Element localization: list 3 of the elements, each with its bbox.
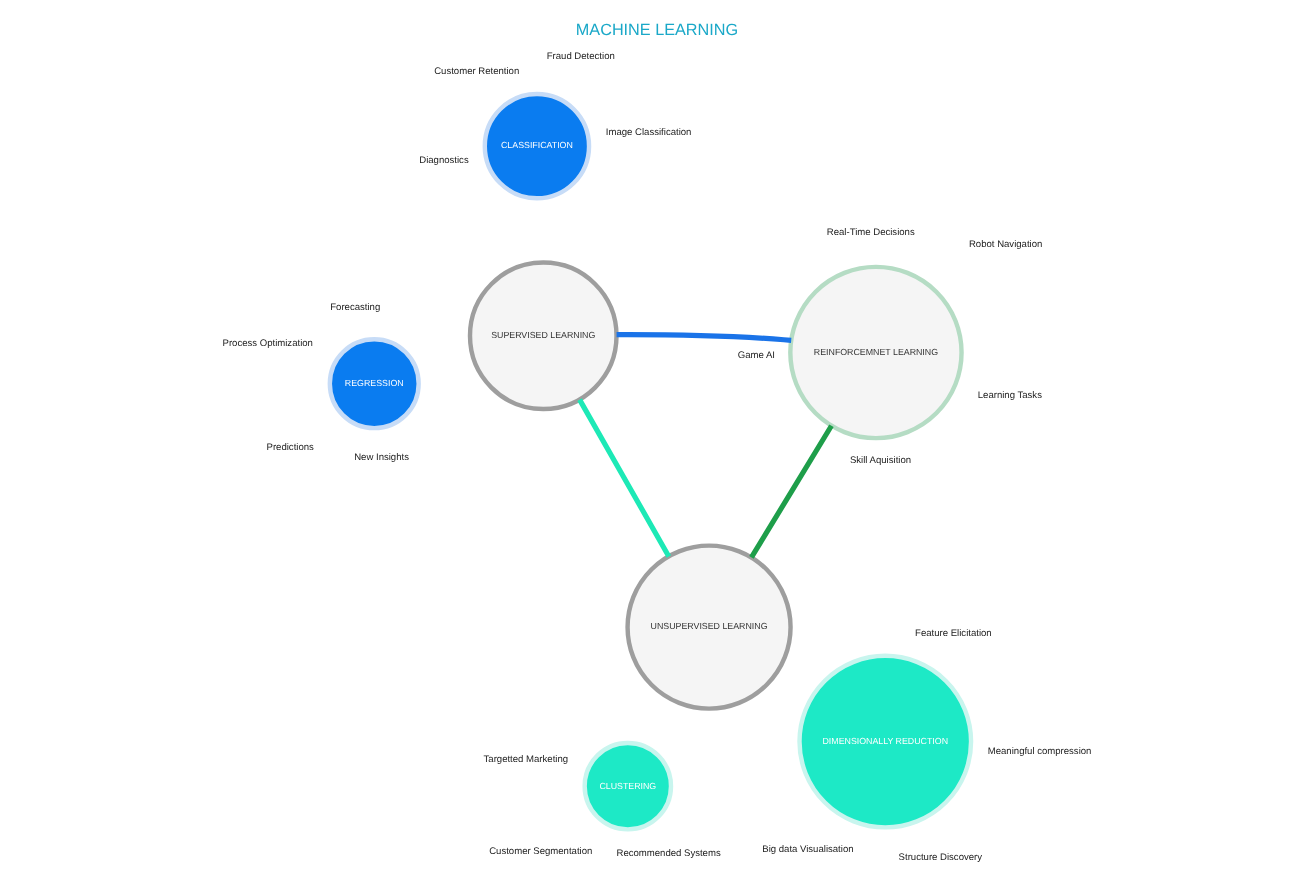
connector bbox=[577, 398, 672, 558]
connector bbox=[749, 424, 834, 559]
connector bbox=[616, 332, 792, 343]
